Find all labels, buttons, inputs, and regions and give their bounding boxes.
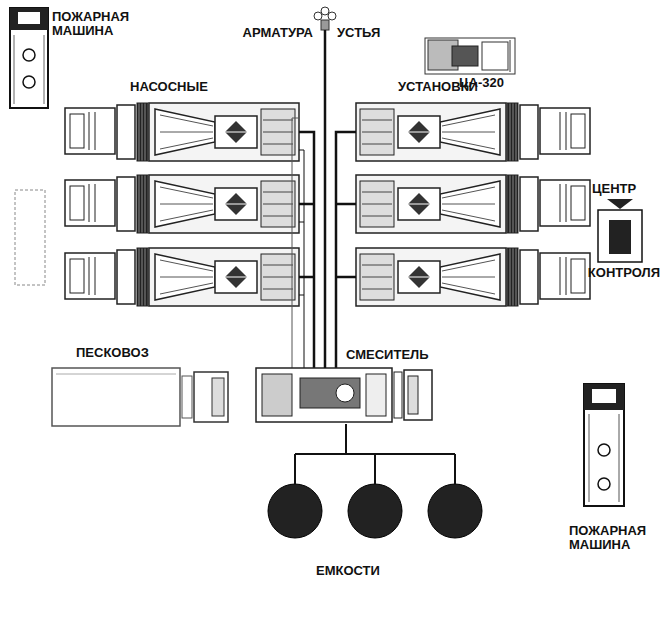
group-label: УСТАНОВКИ	[398, 80, 478, 94]
wellhead-label: АРМАТУРА	[243, 26, 313, 40]
vehicle-node: СМЕСИТЕЛЬ	[254, 368, 434, 424]
control-label: ЦЕНТР	[592, 182, 636, 196]
control-label: КОНТРОЛЯ	[588, 266, 660, 280]
vehicle-node: ПОЖАРНАЯ МАШИНА	[8, 6, 133, 110]
wellhead-label: УСТЬЯ	[337, 26, 380, 40]
group-label: НАСОСНЫЕ	[130, 80, 208, 94]
wellhead-symbol	[314, 7, 336, 50]
vehicle-node: АРМАТУРА УСТЬЯ	[225, 8, 425, 50]
control-center	[598, 199, 642, 262]
sand-truck	[52, 368, 228, 426]
tanks	[268, 484, 482, 538]
fire-truck-label: ПОЖАРНАЯ МАШИНА	[52, 10, 129, 38]
truck-label: ПЕСКОВОЗ	[76, 346, 149, 360]
blender-truck	[256, 368, 432, 422]
fire-truck	[584, 384, 624, 506]
vehicle-node: ПОЖАРНАЯ МАШИНА	[565, 384, 663, 564]
vehicle-node: ПЕСКОВОЗ	[50, 346, 230, 426]
pipe-line	[295, 424, 455, 484]
dashed-area	[15, 190, 45, 285]
mixer-label: СМЕСИТЕЛЬ	[346, 348, 429, 362]
fire-truck	[10, 8, 48, 108]
vehicle-node: ЕМКОСТИ	[262, 484, 488, 584]
fire-truck-label: ПОЖАРНАЯ МАШИНА	[569, 524, 646, 552]
vehicle-node: ЦЕНТР КОНТРОЛЯ	[580, 182, 662, 282]
cementing-unit	[425, 38, 515, 74]
pipe-line	[325, 50, 326, 368]
pump-trucks	[65, 103, 590, 306]
tanks-label: ЕМКОСТИ	[316, 564, 380, 578]
